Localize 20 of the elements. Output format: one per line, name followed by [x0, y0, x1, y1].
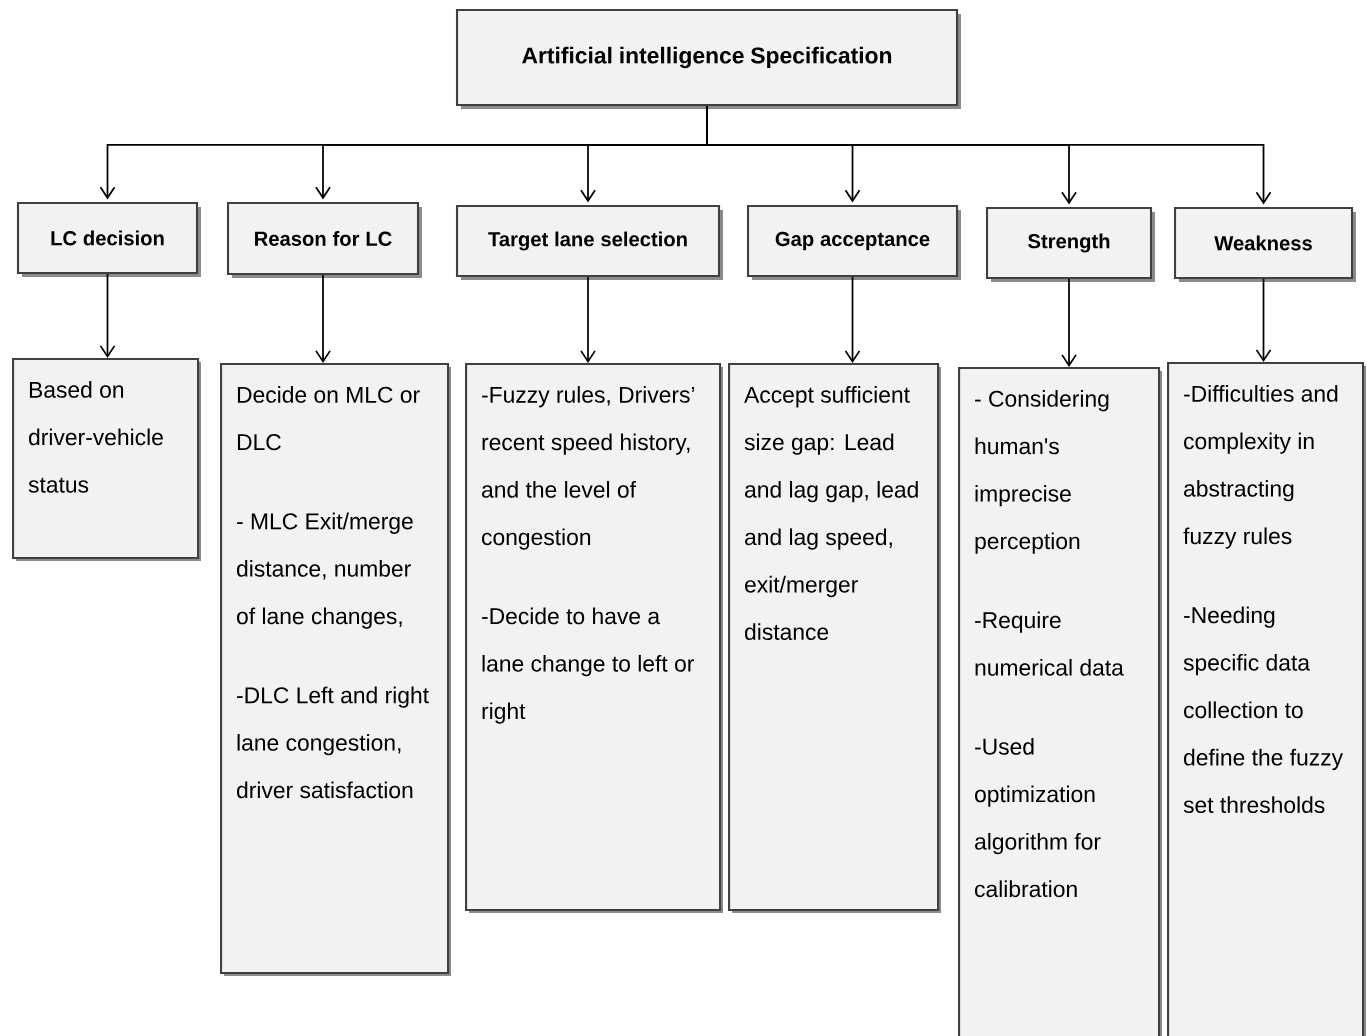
header-box: LC decision	[16, 201, 201, 277]
text-box: -Difficulties and complexity in abstracting fuzzy rules -Needing specific data collection to define the fuzzy set thresholds	[1167, 362, 1366, 1036]
text-box: Accept sufficient size gap: Lead and lag gap, lead and lag speed, exit/merger distance	[728, 363, 941, 913]
header-box: Gap acceptance	[746, 204, 961, 280]
connector-arrow	[706, 105, 1272, 205]
text-box: Decide on MLC or DLC - MLC Exit/merge distance, number of lane changes, -DLC Left and right lane congestion, driver satisfaction	[220, 363, 451, 976]
arrow	[1061, 278, 1077, 367]
header-box: Weakness	[1173, 206, 1356, 282]
title-box: Artificial intelligence Specification	[455, 8, 961, 109]
text-box: - Considering human's imprecise perception -Require numerical data -Used optimization algorithm for calibration	[958, 367, 1162, 1036]
arrow	[315, 274, 331, 363]
header-box: Reason for LC	[226, 201, 422, 278]
header-box: Strength	[985, 206, 1155, 282]
header-box: Target lane selection	[455, 204, 723, 280]
arrow	[99, 273, 116, 358]
text-box: Based on driver-vehicle status	[12, 358, 201, 561]
arrow	[844, 276, 861, 363]
arrow	[1255, 278, 1272, 362]
arrow	[580, 276, 596, 363]
text-box: -Fuzzy rules, Drivers’ recent speed history, and the level of congestion -Decide to have a lane change to left or right	[465, 363, 723, 913]
